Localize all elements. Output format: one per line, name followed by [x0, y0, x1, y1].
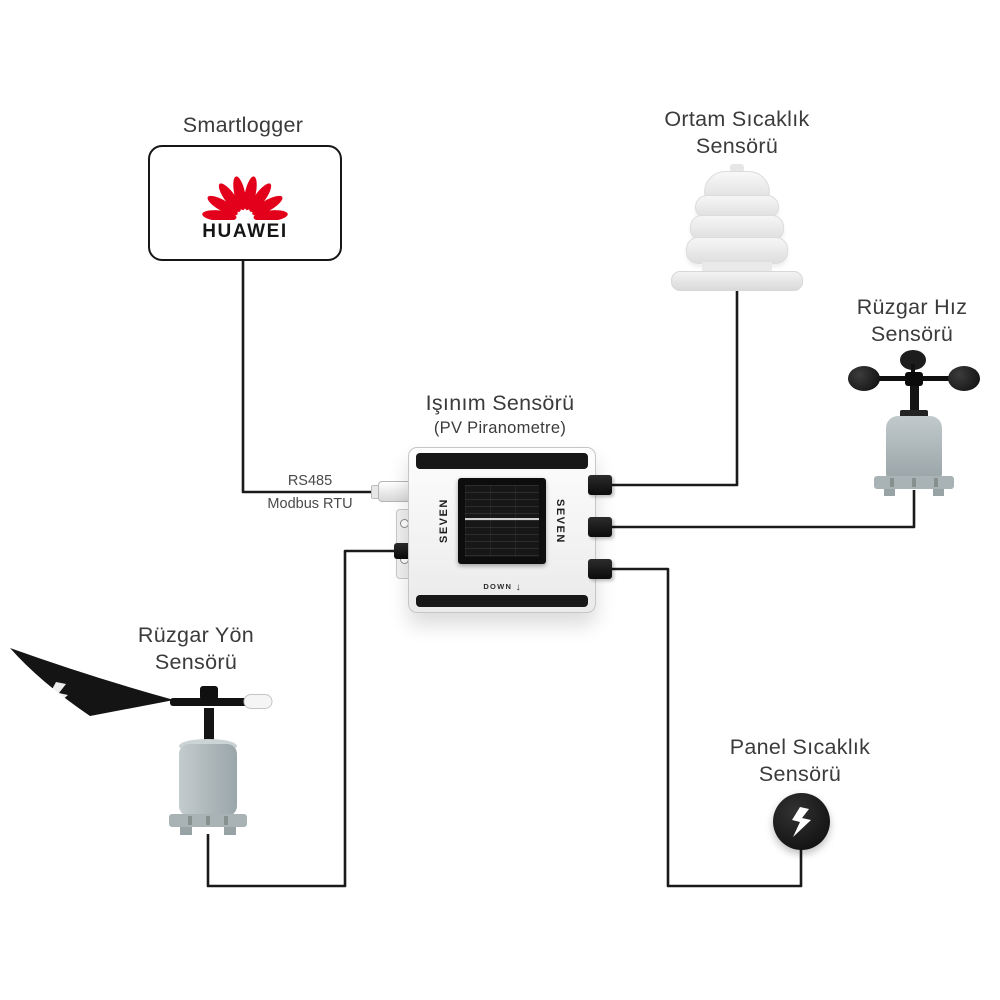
flange-slot [912, 478, 916, 487]
vane-fin [10, 648, 174, 716]
wire-ambient-to-device [606, 280, 739, 487]
shield-plate [686, 237, 788, 264]
anemometer-hub [905, 372, 923, 386]
ambient-label-line1: Ortam Sıcaklık [664, 107, 810, 131]
flange-slot [224, 816, 228, 825]
smartlogger-label: Smartlogger [182, 113, 304, 137]
bus-label-rs485: RS485 [287, 473, 333, 489]
bus-label-modbus: Modbus RTU [267, 496, 353, 512]
wind-speed-label-line1: Rüzgar Hız [856, 295, 968, 319]
vane-foot [224, 827, 236, 835]
flange-slot [890, 478, 894, 487]
wire-device-to-paneltemp [600, 567, 803, 888]
device-top-bar [416, 453, 588, 469]
vane-pivot-cap [200, 686, 218, 700]
seven-logo-left: SEVEN [438, 498, 450, 544]
wind-direction-label-line2: Sensörü [154, 650, 238, 674]
shield-neck [702, 262, 772, 272]
device-right-connector-bottom [588, 559, 612, 579]
irradiance-sensor-label: Işınım Sensörü (PV Piranometre) [390, 390, 610, 439]
anemometer-body [886, 416, 942, 478]
huawei-wordmark: HUAWEI [202, 220, 288, 242]
device-right-connector-top [588, 475, 612, 495]
ambient-sensor-label: Ortam Sıcaklık Sensörü [637, 106, 837, 160]
anemometer-collar [900, 410, 928, 418]
flange-slot [934, 478, 938, 487]
panel-temp-label-line1: Panel Sıcaklık [729, 735, 871, 759]
vane-counterweight-tip [243, 694, 273, 709]
shield-top-knob [730, 164, 744, 172]
solar-cell-grid [465, 485, 539, 557]
lightning-icon [791, 806, 811, 837]
seven-logo-right: SEVEN [554, 498, 566, 544]
wind-speed-sensor-graphic [848, 346, 980, 496]
anemometer-arm [911, 364, 915, 378]
vane-arm [170, 698, 250, 706]
vane-stem [204, 708, 214, 746]
flange-slot [188, 816, 192, 825]
anemometer-cup [948, 366, 980, 391]
anemometer-foot [933, 489, 944, 496]
down-orientation-label: DOWN ↓ [409, 582, 595, 593]
down-arrow-icon: ↓ [515, 582, 521, 593]
wind-direction-label-line1: Rüzgar Yön [137, 623, 255, 647]
shield-base-plate [671, 271, 803, 291]
down-text: DOWN [483, 582, 513, 591]
wind-direction-sensor-label: Rüzgar Yön Sensörü [96, 622, 296, 676]
wind-speed-label-line2: Sensörü [870, 322, 954, 346]
flange-slot [206, 816, 210, 825]
panel-temp-label-line2: Sensörü [758, 762, 842, 786]
device-bottom-bar [416, 595, 588, 607]
smartlogger-box: HUAWEI [148, 145, 342, 261]
irradiance-sensor-device: SEVEN SEVEN DOWN ↓ [408, 447, 596, 613]
shield-plate [690, 215, 784, 241]
wire-smartlogger-to-device [241, 256, 384, 494]
anemometer-cup [848, 366, 880, 391]
solar-cell-panel [458, 478, 546, 564]
device-left-connector [394, 543, 412, 559]
huawei-logo [202, 175, 288, 220]
cable-gland [378, 481, 412, 502]
wire-windspeed-to-device [606, 490, 916, 529]
irradiance-label-line2: (PV Piranometre) [433, 419, 567, 437]
wind-speed-sensor-label: Rüzgar Hız Sensörü [822, 294, 1000, 348]
ambient-temperature-sensor-graphic [671, 164, 803, 291]
vane-body [179, 744, 237, 816]
irradiance-label-line1: Işınım Sensörü [425, 391, 575, 415]
ambient-label-line2: Sensörü [695, 134, 779, 158]
vane-lightning-mark [49, 682, 68, 709]
device-right-connector-middle [588, 517, 612, 537]
wind-direction-sensor-graphic [10, 648, 273, 835]
panel-temp-sensor-label: Panel Sıcaklık Sensörü [690, 734, 910, 788]
wire-device-to-winddir [206, 549, 402, 888]
anemometer-foot [884, 489, 895, 496]
vane-foot [180, 827, 192, 835]
anemometer-stem [910, 386, 919, 414]
anemometer-cup [900, 350, 926, 370]
panel-temperature-sensor-graphic [773, 793, 830, 850]
